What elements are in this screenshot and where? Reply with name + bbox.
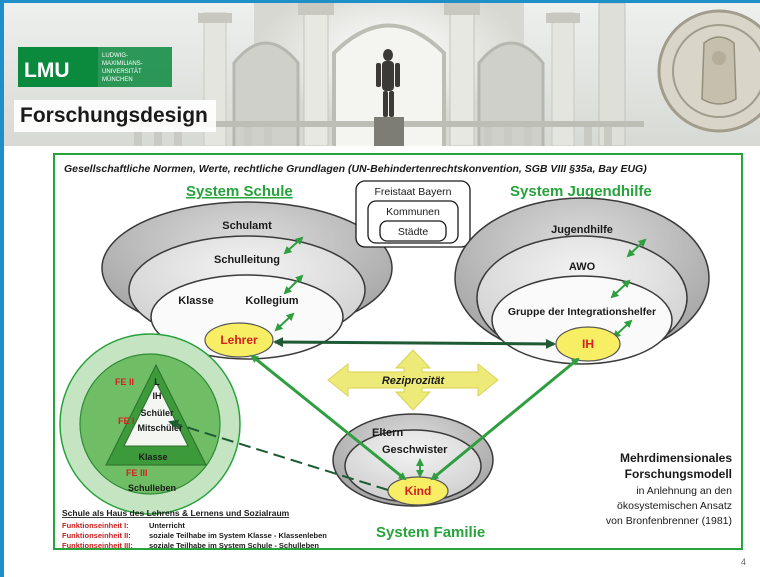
legend-fe1-label: Funktionseinheit I: [62,521,129,530]
fe2-label: FE II [115,377,134,387]
lmu-logo-line: MÜNCHEN [102,76,133,83]
geschwister-label: Geschwister [382,444,448,456]
model-line4: ökosystemischen Ansatz [617,500,732,512]
ih-node [555,326,621,362]
arrow-awo-gruppe [610,279,631,299]
lehrer-label: Lehrer [220,333,258,347]
kollegium-label: Kollegium [245,295,298,307]
slide-title: Forschungsdesign [14,100,216,132]
lmu-logo-line: LUDWIG- [102,53,128,59]
lehrer-short-label: L [154,377,160,387]
legend-fe3-text: soziale Teilhabe im System Schule - Schu… [149,541,319,550]
kommunen-label: Kommunen [386,206,440,218]
model-description: Mehrdimensionales Forschungsmodell in An… [606,451,732,527]
frame-left [0,0,4,577]
klasse-haus-label: Klasse [138,452,167,462]
legend-fe2-text: soziale Teilhabe im System Klasse - Klas… [149,531,327,540]
legend-fe2-label: Funktionseinheit II: [62,531,131,540]
eltern-label: Eltern [372,427,403,439]
system-schule-group: Schulamt Schulleitung Klasse Kollegium L… [101,201,393,360]
arrow-kollegium-lehrer [274,312,295,332]
model-line2: Forschungsmodell [625,467,732,481]
kind-node [387,476,449,506]
legend-fe3-label: Funktionseinheit III: [62,541,133,550]
lmu-logo-line: MAXIMILIANS- [102,61,143,67]
diagram-header: Gesellschaftliche Normen, Werte, rechtli… [64,163,647,175]
staedte-label: Städte [398,226,429,238]
lmu-logo-abbr: LMU [24,59,70,82]
schulhaus-legend: Schule als Haus des Lehrens & Lernens un… [62,508,327,550]
mitschueler-label: Mitschüler [137,423,183,433]
schulhaus-circle: FE II L IH FE I Schüler Mitschüler Klass… [59,333,241,515]
freistaat-label: Freistaat Bayern [374,186,451,198]
arrow-gruppe-ih [612,319,633,339]
lehrer-node [204,322,274,358]
ih-label: IH [582,337,594,351]
system-jugendhilfe-title: System Jugendhilfe [510,183,652,200]
legend-fe1-text: Unterricht [149,521,185,530]
system-jugendhilfe-group: Jugendhilfe AWO Gruppe der Integrationsh… [454,197,710,365]
system-familie-title: System Familie [376,524,485,541]
model-line1: Mehrdimensionales [620,451,732,465]
model-line5: von Bronfenbrenner (1981) [606,515,732,527]
legend-title: Schule als Haus des Lehrens & Lernens un… [62,508,290,518]
arrow-kind-schueler-dashed [168,419,389,491]
schueler-label: Schüler [140,408,174,418]
ih-short-label: IH [153,391,162,401]
arrow-lehrer-ih [273,337,556,349]
system-familie-group: Eltern Geschwister Kind [332,413,494,507]
schulleitung-label: Schulleitung [214,254,280,266]
frame-top [0,0,760,3]
system-schule-title: System Schule [186,183,293,200]
freistaat-bayern-stack: Freistaat Bayern Kommunen Städte [355,180,471,248]
jugendhilfe-label: Jugendhilfe [551,224,613,236]
fe3-label: FE III [126,468,148,478]
arrow-schulamt-schulleitung [283,236,304,255]
header-photo: LMU LUDWIG- MAXIMILIANS- UNIVERSITÄT MÜN… [4,3,760,146]
reziprozitaet-label: Reziprozität [382,375,446,387]
arrow-jugendhilfe-awo [626,238,647,258]
lmu-logo-line: UNIVERSITÄT [102,68,142,75]
schulleben-label: Schulleben [128,483,176,493]
fe1-label: FE I [118,416,135,426]
arrow-ih-kind [430,357,580,481]
kind-label: Kind [405,484,432,498]
gruppe-integrationshelfer-label: Gruppe der Integrationshelfer [508,306,656,318]
model-line3: in Anlehnung an den [636,485,732,497]
slide-number: 4 [740,557,746,567]
awo-label: AWO [569,261,596,273]
klasse-label: Klasse [178,295,213,307]
arrow-lehrer-kind [250,354,407,481]
arrow-schulleitung-kollegium [283,274,304,295]
schulamt-label: Schulamt [222,220,272,232]
